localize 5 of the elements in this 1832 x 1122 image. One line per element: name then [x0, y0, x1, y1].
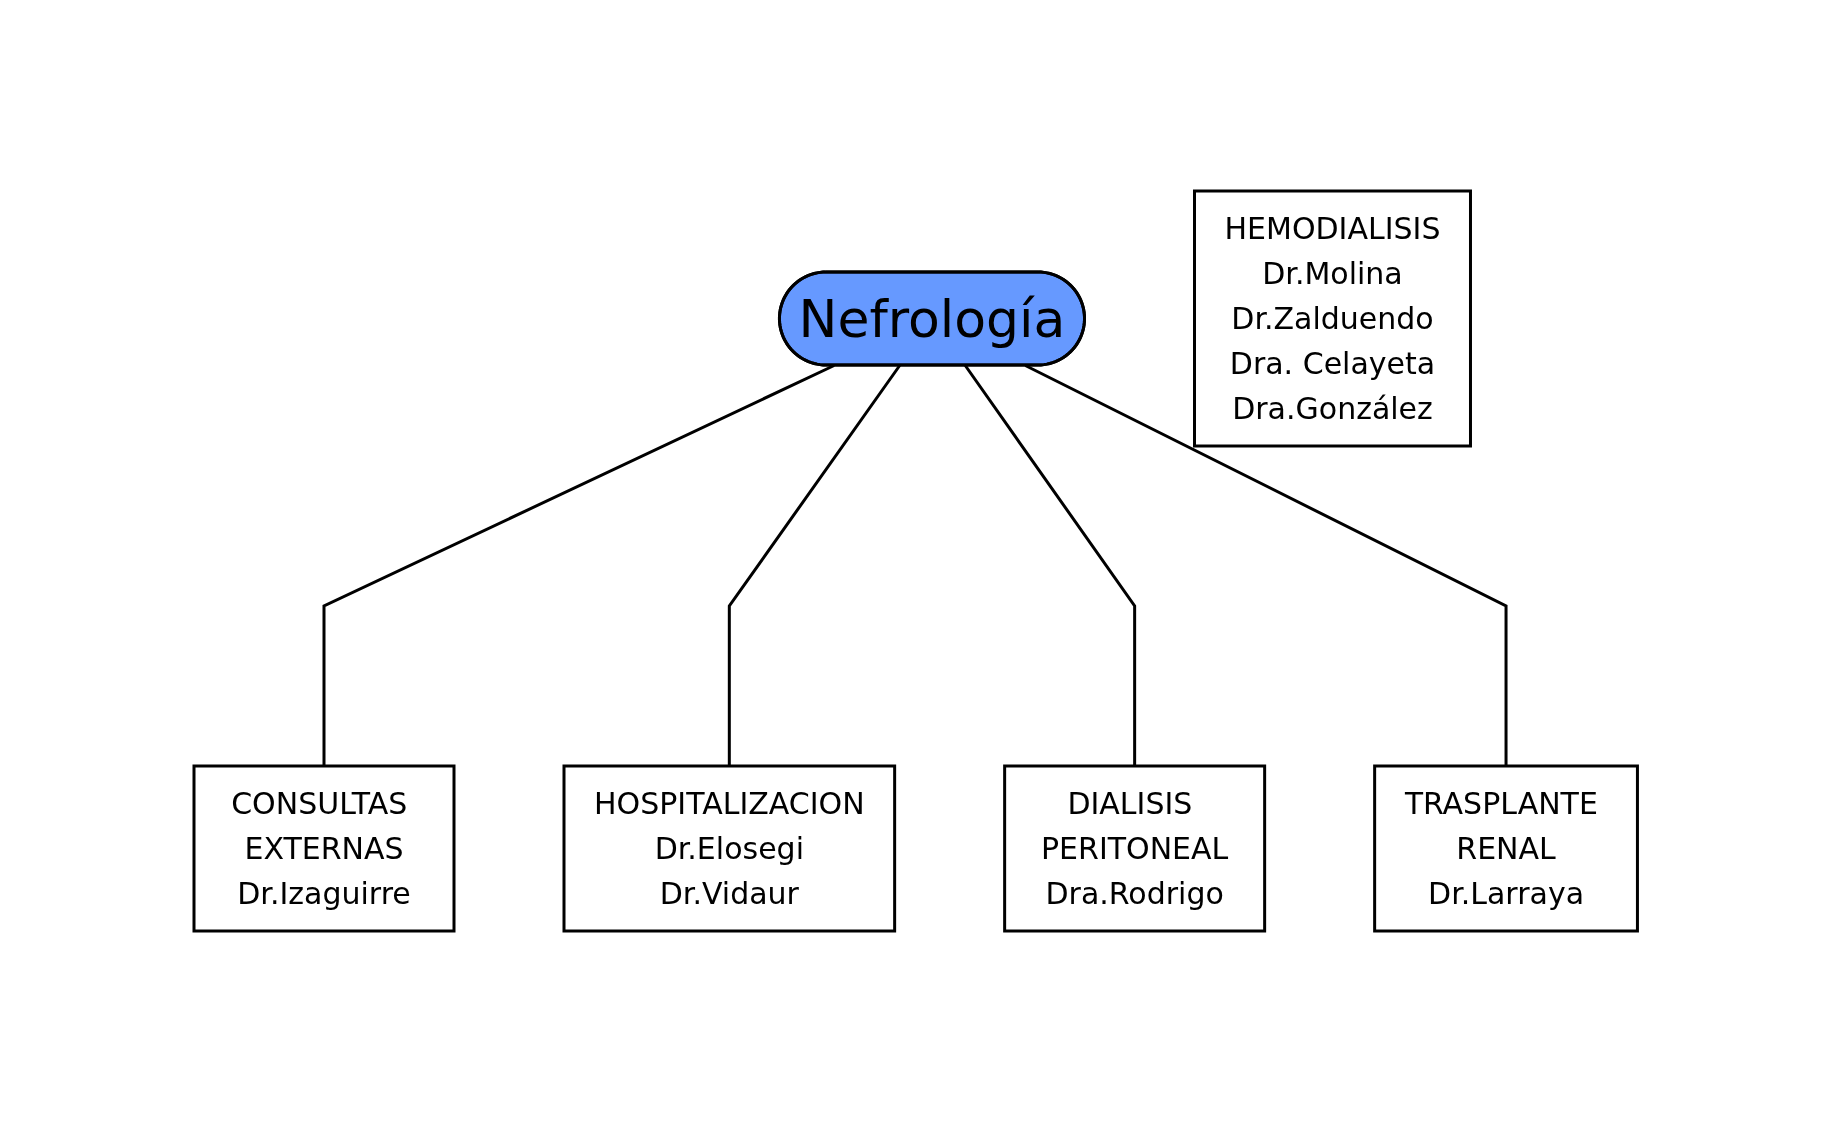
node-box: DIALISIS PERITONEAL Dra.Rodrigo: [1003, 764, 1267, 933]
node-box: HOSPITALIZACION Dr.Elosegi Dr.Vidaur: [562, 764, 897, 933]
node-box: HEMODIALISIS Dr.Molina Dr.Zalduendo Dra. Celayeta Dra.González: [1193, 189, 1473, 448]
node-box: CONSULTAS EXTERNAS Dr.Izaguirre: [192, 764, 456, 933]
node-box: TRASPLANTE RENAL Dr.Larraya: [1373, 764, 1640, 933]
